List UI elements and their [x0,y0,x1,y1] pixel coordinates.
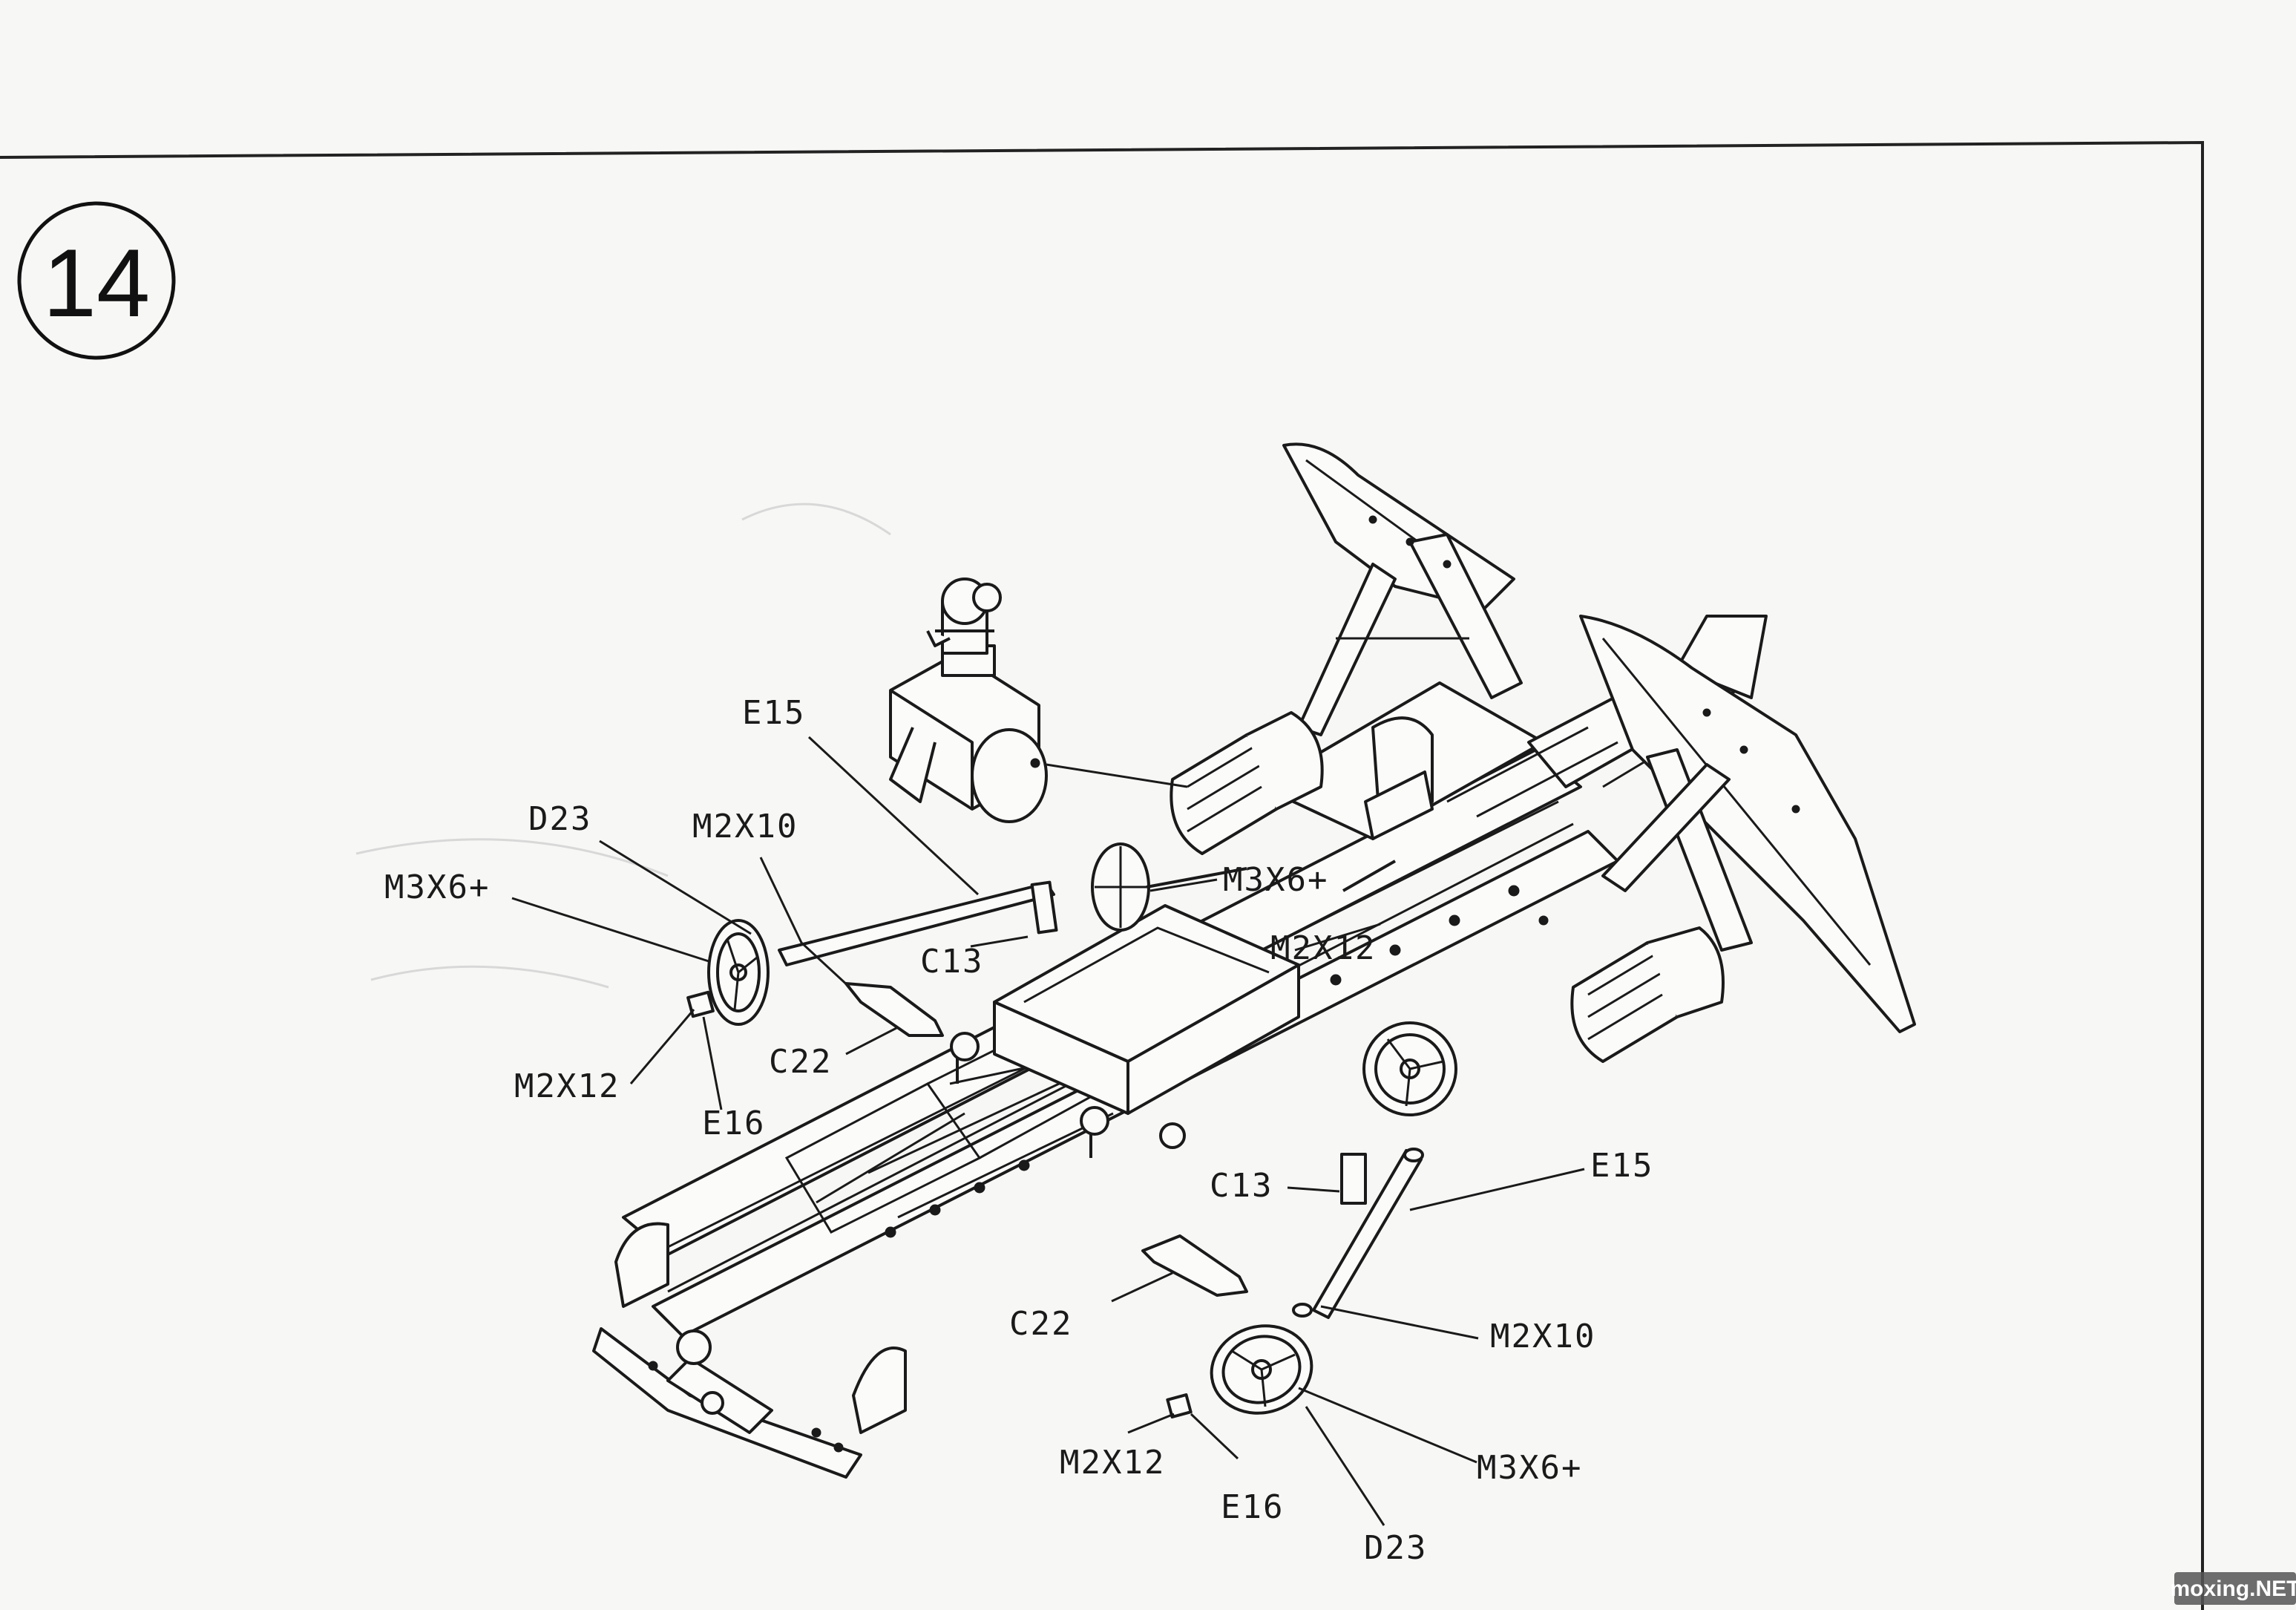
page-frame [0,140,2204,1610]
step-number: 14 [43,229,151,337]
label-e15-upper: E15 [742,694,805,732]
label-d23-lower: D23 [1364,1529,1427,1567]
watermark-text: moxing.NET [2170,1577,2296,1601]
label-m2x12-chassis: M2X12 [1270,929,1376,967]
label-e16-lower: E16 [1221,1488,1284,1526]
label-m2x10-upper: M2X10 [692,808,798,845]
label-m2x12-lower: M2X12 [1060,1444,1165,1482]
label-c22-lower: C22 [1009,1305,1072,1343]
label-m2x12-upper: M2X12 [514,1067,620,1105]
label-m3x6-chassis: M3X6+ [1223,861,1328,899]
label-m3x6-upper: M3X6+ [384,868,490,906]
label-c13-upper: C13 [920,943,983,981]
chassis-wheel-left [1091,842,1247,932]
label-e16-upper: E16 [702,1105,765,1142]
exploded-parts-lower-right [1141,1148,1424,1418]
label-c13-lower: C13 [1210,1167,1273,1205]
watermark-badge: moxing.NET [2170,1572,2296,1605]
label-m3x6-lower: M3X6+ [1477,1449,1582,1487]
bleed-through [355,503,891,989]
right-track-pod [1570,926,1725,1063]
rear-bumper [592,1222,907,1479]
callout-labels-lower-right: C13 E15 C22 M2X10 M2X12 M3X6+ E16 D23 [1009,1147,1653,1567]
label-c22-upper: C22 [769,1043,832,1081]
label-e15-lower: E15 [1590,1147,1653,1185]
chassis-assembly [592,615,1768,1479]
steering-servo-assembly [889,577,1188,823]
exploded-parts-upper-left [686,880,1058,1037]
step-number-badge: 14 [17,201,176,360]
leader-lines [511,736,1585,1526]
left-ski [1282,442,1523,736]
chassis-wheel-right [1362,1021,1457,1116]
battery-box [993,904,1300,1115]
callout-labels-chassis: M3X6+ M2X12 [1223,861,1376,967]
label-d23-upper: D23 [528,800,591,838]
left-track-pod [1170,711,1324,855]
right-ski [1579,615,1916,1033]
callout-labels-upper-left: E15 D23 M2X10 M3X6+ C13 C22 M2X12 E16 [384,694,983,1142]
label-m2x10-lower: M2X10 [1490,1318,1595,1355]
